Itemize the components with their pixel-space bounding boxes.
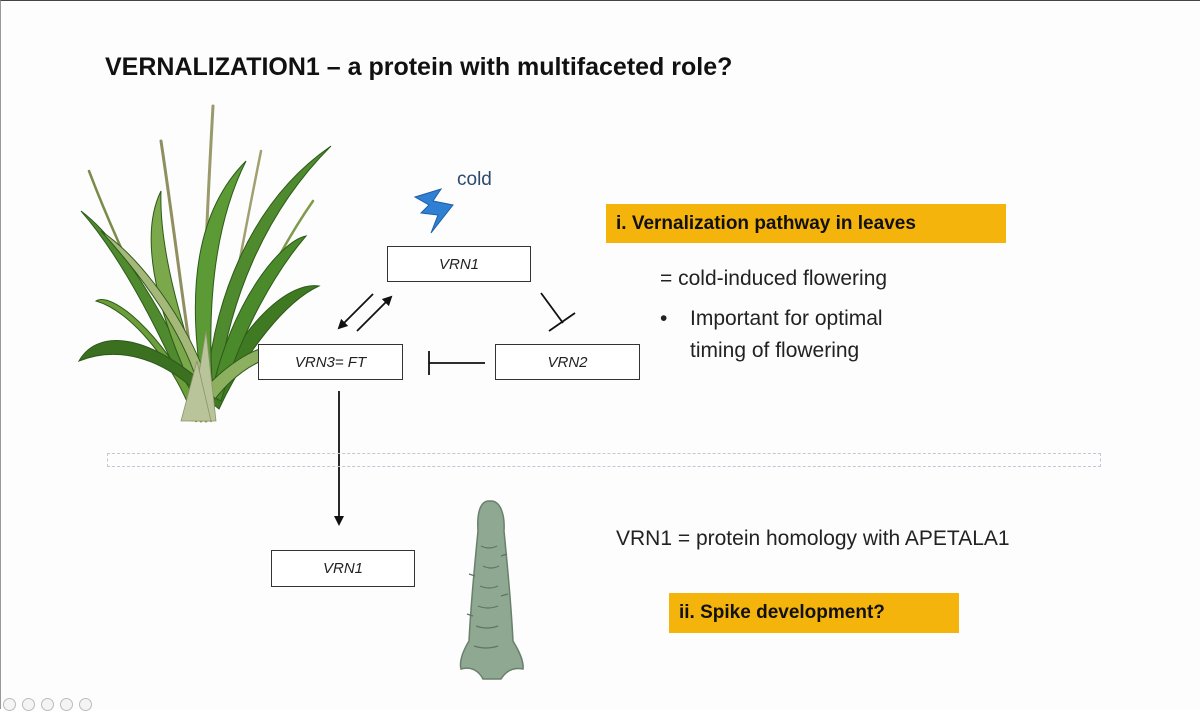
arrow-vrn1-to-vrn3 xyxy=(337,293,374,330)
zoom-icon[interactable] xyxy=(79,698,92,711)
bullet-icon: • xyxy=(660,307,668,330)
cold-label: cold xyxy=(457,169,492,190)
gene-box-vrn1-bottom: VRN1 xyxy=(271,550,415,587)
menu-icon[interactable] xyxy=(41,698,54,711)
section1-bullet-line2: timing of flowering xyxy=(690,339,860,362)
section2-heading: ii. Spike development? xyxy=(669,593,959,633)
slide-controls[interactable] xyxy=(3,698,92,711)
section1-heading: i. Vernalization pathway in leaves xyxy=(606,204,1006,243)
gene-box-vrn2: VRN2 xyxy=(495,344,640,380)
pen-icon[interactable] xyxy=(60,698,73,711)
section1-bullet-line1: Important for optimal xyxy=(690,307,883,330)
slide-title: VERNALIZATION1 – a protein with multifac… xyxy=(105,53,733,81)
section1-definition: = cold-induced flowering xyxy=(660,267,888,290)
section2-homology: VRN1 = protein homology with APETALA1 xyxy=(616,527,1010,550)
repress-vrn1-vrn2 xyxy=(540,292,564,324)
prev-icon[interactable] xyxy=(3,698,16,711)
wheat-plant-illustration xyxy=(77,104,332,423)
arrow-vrn3-to-vrn1 xyxy=(356,295,393,332)
gene-box-vrn1-top: VRN1 xyxy=(387,246,531,282)
next-icon[interactable] xyxy=(22,698,35,711)
section-divider xyxy=(107,453,1101,467)
gene-box-vrn3: VRN3= FT xyxy=(258,344,403,380)
